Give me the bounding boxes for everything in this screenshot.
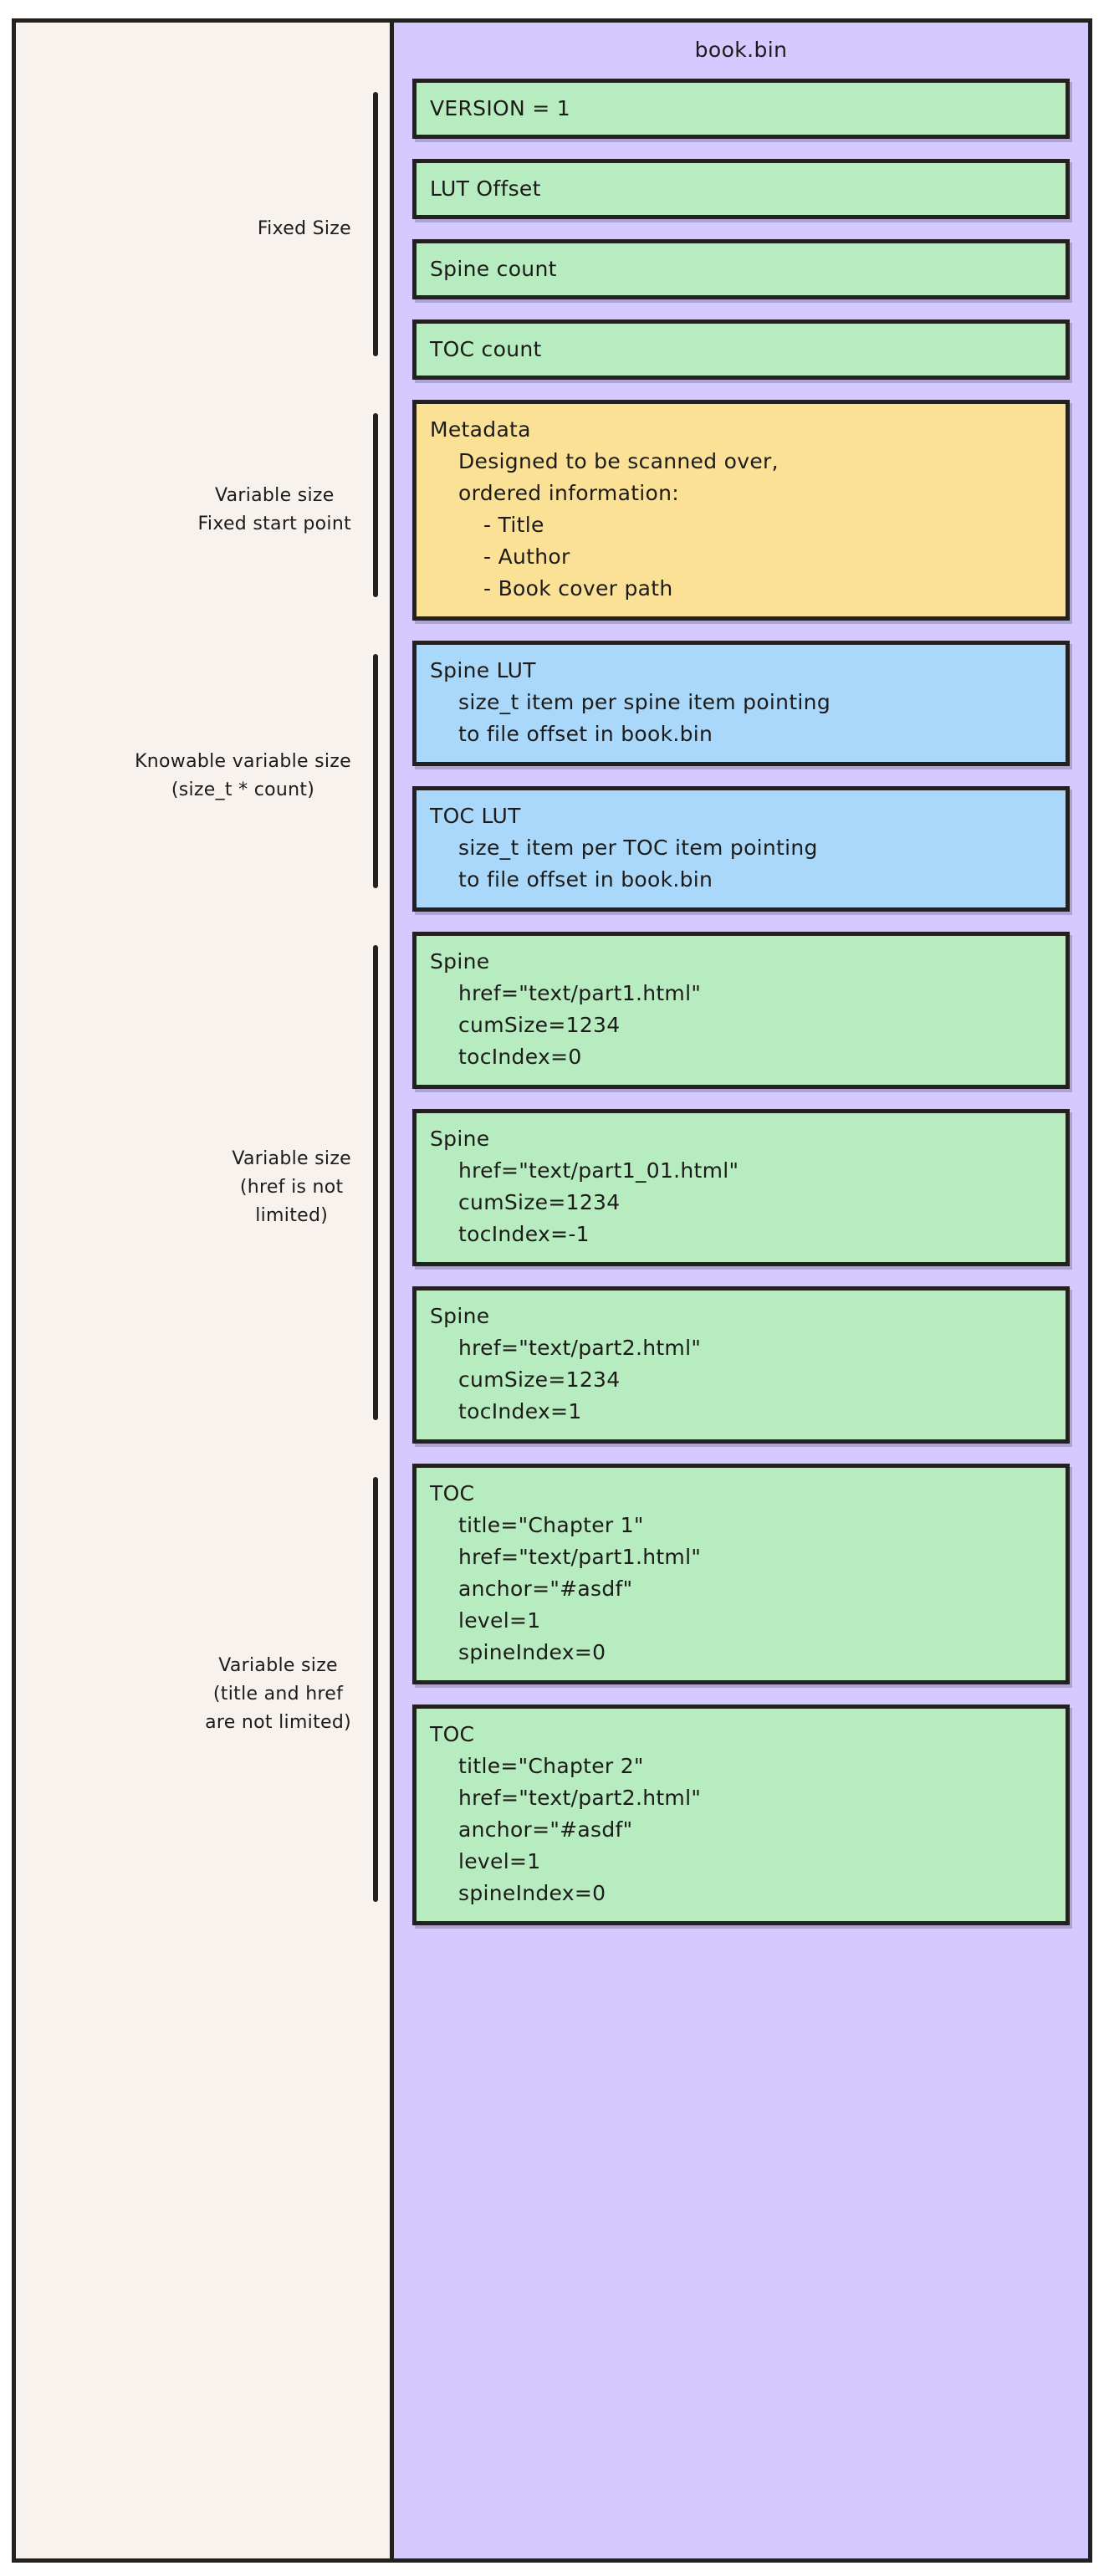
box-toc-count[interactable]: TOC count [412,319,1070,380]
box-title: TOC LUT [430,804,521,828]
section-toc-section: TOC title="Chapter 1" href="text/part1.htm… [412,1464,1070,1925]
box-line: title="Chapter 2" [458,1754,644,1778]
box-line: cumSize=1234 [458,1013,621,1037]
group-label-variable-title-href: Variable size (title and href are not li… [16,1464,390,1925]
box-title: Spine [430,1304,490,1328]
box-spine-1[interactable]: Spine href="text/part1.html" cumSize=1234 t… [412,932,1070,1089]
group-label-text: Variable size (href is not limited) [232,1148,351,1226]
box-line: - Title [483,513,544,537]
group-bracket-variable-fixed-start [373,413,378,597]
box-toc-lut[interactable]: TOC LUT size_t item per TOC item pointing… [412,786,1070,912]
group-label-fixed-size: Fixed Size [16,79,390,380]
box-line: anchor="#asdf" [458,1817,633,1842]
section-spine-section: Spine href="text/part1.html" cumSize=1234 t… [412,932,1070,1444]
box-line: href="text/part1.html" [458,981,702,1005]
box-line: to file offset in book.bin [458,722,713,746]
group-label-text: Variable size Fixed start point [197,485,351,534]
box-title: TOC count [430,337,542,361]
box-line: to file offset in book.bin [458,867,713,892]
box-line: tocIndex=0 [458,1045,582,1069]
box-line: Designed to be scanned over, [458,449,779,473]
box-title: Spine [430,949,490,974]
group-label-knowable-variable-size: Knowable variable size (size_t * count) [16,641,390,912]
group-label-text: Fixed Size [257,218,351,239]
box-spine-3[interactable]: Spine href="text/part2.html" cumSize=1234 t… [412,1286,1070,1444]
box-toc-1[interactable]: TOC title="Chapter 1" href="text/part1.htm… [412,1464,1070,1684]
group-bracket-variable-title-href [373,1477,378,1902]
box-spine-2[interactable]: Spine href="text/part1_01.html" cumSize=12… [412,1109,1070,1266]
box-title: Spine count [430,257,557,281]
box-title: Metadata [430,417,531,442]
box-lut-offset[interactable]: LUT Offset [412,159,1070,219]
box-toc-2[interactable]: TOC title="Chapter 2" href="text/part2.htm… [412,1705,1070,1925]
box-line: href="text/part2.html" [458,1786,702,1810]
box-line: href="text/part1_01.html" [458,1158,739,1183]
box-line: level=1 [458,1849,541,1873]
box-line: ordered information: [458,481,680,505]
box-line: tocIndex=1 [458,1399,582,1423]
box-line: size_t item per TOC item pointing [458,836,818,860]
box-version[interactable]: VERSION = 1 [412,79,1070,139]
box-title: Spine [430,1127,490,1151]
group-bracket-knowable-variable-size [373,654,378,888]
box-title: LUT Offset [430,176,541,201]
box-line: title="Chapter 1" [458,1513,644,1537]
box-line: spineIndex=0 [458,1640,606,1664]
group-label-text: Knowable variable size (size_t * count) [135,751,351,800]
box-line: level=1 [458,1608,541,1633]
box-line: href="text/part2.html" [458,1336,702,1360]
box-line: - Book cover path [483,576,673,601]
box-spine-lut[interactable]: Spine LUT size_t item per spine item poin… [412,641,1070,766]
box-line: href="text/part1.html" [458,1545,702,1569]
box-line: size_t item per spine item pointing [458,690,831,714]
box-spine-count[interactable]: Spine count [412,239,1070,299]
box-line: tocIndex=-1 [458,1222,590,1246]
box-line: cumSize=1234 [458,1190,621,1214]
box-line: spineIndex=0 [458,1881,606,1905]
box-line: - Author [483,544,570,569]
box-title: VERSION = 1 [430,96,570,120]
box-title: TOC [430,1481,475,1505]
group-label-variable-href: Variable size (href is not limited) [16,932,390,1444]
group-bracket-variable-href [373,945,378,1420]
box-title: TOC [430,1722,475,1746]
section-lut-section: Spine LUT size_t item per spine item poin… [412,641,1070,912]
box-title: Spine LUT [430,658,536,682]
group-label-variable-fixed-start: Variable size Fixed start point [16,400,390,621]
file-title: book.bin [694,38,788,62]
group-bracket-fixed-size [373,92,378,356]
group-label-text: Variable size (title and href are not li… [205,1655,351,1733]
box-line: anchor="#asdf" [458,1577,633,1601]
box-line: cumSize=1234 [458,1367,621,1392]
